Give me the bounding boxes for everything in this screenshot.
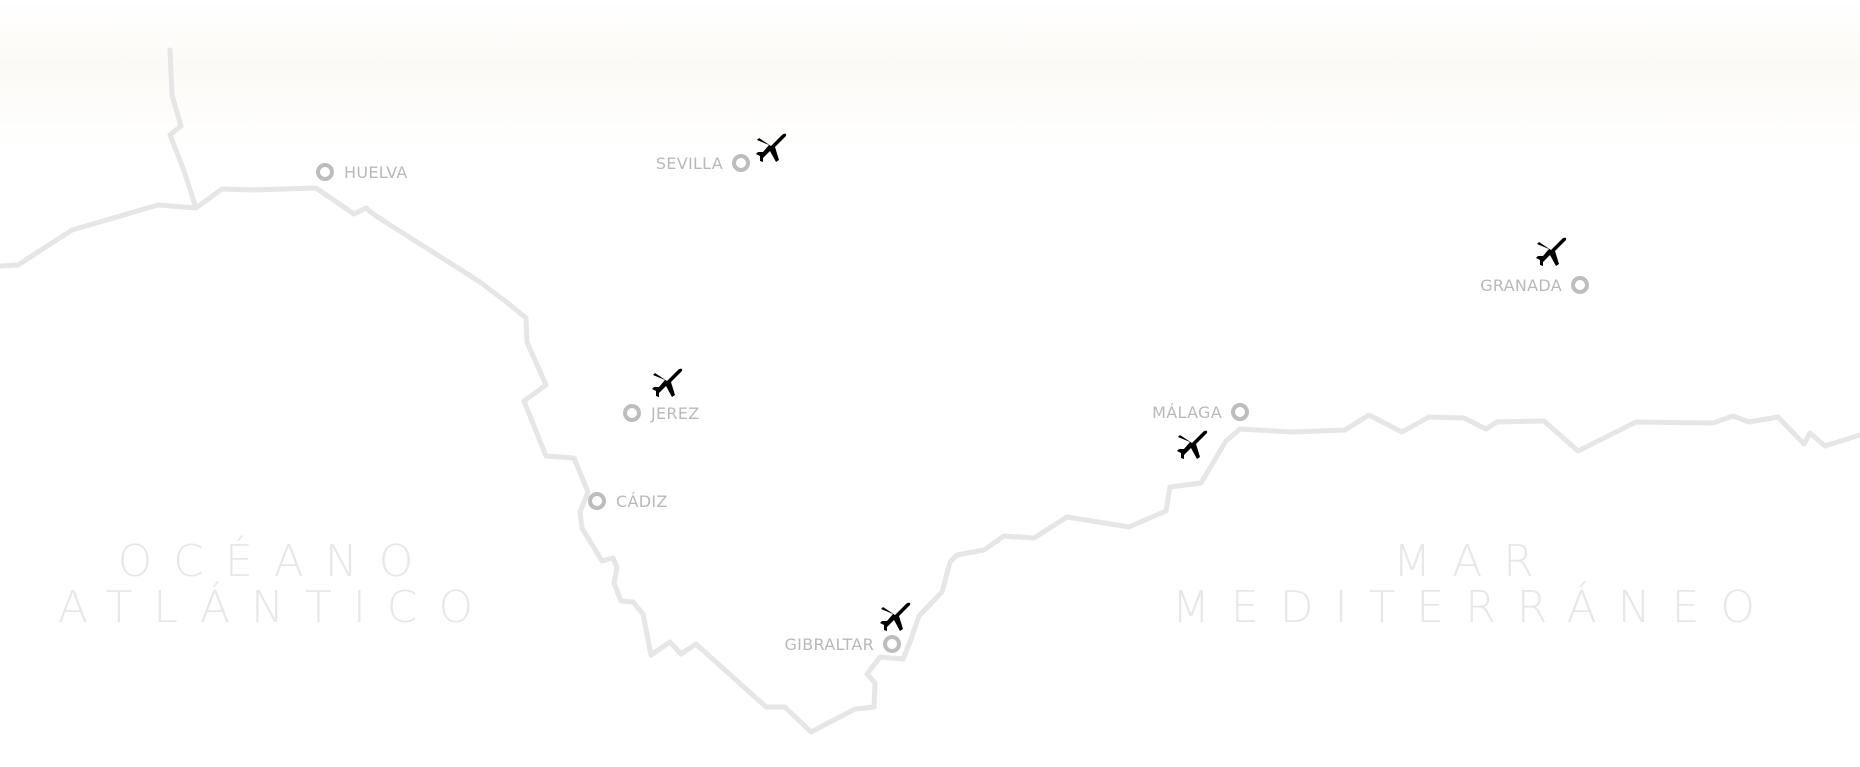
city-label-sevilla[interactable]: SEVILLA <box>656 154 723 173</box>
ring-marker-icon[interactable] <box>732 154 750 172</box>
city-gibraltar[interactable]: GIBRALTAR <box>784 602 911 654</box>
city-label-gibraltar[interactable]: GIBRALTAR <box>784 635 874 654</box>
airplane-icon[interactable] <box>756 133 787 162</box>
city-sevilla[interactable]: SEVILLA <box>656 133 787 173</box>
sea-label-mediterranean: MAR MEDITERRÁNEO <box>1172 536 1776 633</box>
airplane-icon[interactable] <box>1177 430 1208 459</box>
airplane-icon[interactable] <box>652 368 683 397</box>
ring-marker-icon[interactable] <box>883 635 901 653</box>
northwest-coast-line <box>0 185 1860 735</box>
top-fade <box>0 0 1860 150</box>
ring-marker-icon[interactable] <box>1231 403 1249 421</box>
ring-marker-icon[interactable] <box>623 404 641 422</box>
ring-marker-icon[interactable] <box>588 492 606 510</box>
portugal-border-line <box>167 47 199 211</box>
city-huelva[interactable]: HUELVA <box>316 163 408 182</box>
sea-label-atlantic-line1: OCÉANO <box>118 534 435 587</box>
city-label-granada[interactable]: GRANADA <box>1480 276 1562 295</box>
sea-label-atlantic: OCÉANO ATLÁNTICO <box>58 534 494 633</box>
city-label-cadiz[interactable]: CÁDIZ <box>616 492 668 511</box>
city-label-jerez[interactable]: JEREZ <box>650 404 700 423</box>
sea-label-mediterranean-line1: MAR <box>1393 536 1555 587</box>
ring-marker-icon[interactable] <box>1571 276 1589 294</box>
airplane-icon[interactable] <box>1536 237 1567 266</box>
city-label-huelva[interactable]: HUELVA <box>344 163 408 182</box>
coastline <box>0 47 1860 735</box>
city-label-malaga[interactable]: MÁLAGA <box>1152 403 1222 422</box>
sea-label-mediterranean-line2: MEDITERRÁNEO <box>1172 580 1776 633</box>
city-malaga[interactable]: MÁLAGA <box>1152 403 1249 459</box>
city-jerez[interactable]: JEREZ <box>623 368 700 423</box>
city-granada[interactable]: GRANADA <box>1480 237 1589 295</box>
airplane-icon[interactable] <box>880 602 911 631</box>
city-cadiz[interactable]: CÁDIZ <box>588 492 668 511</box>
sea-label-atlantic-line2: ATLÁNTICO <box>58 580 494 633</box>
ring-marker-icon[interactable] <box>316 163 334 181</box>
